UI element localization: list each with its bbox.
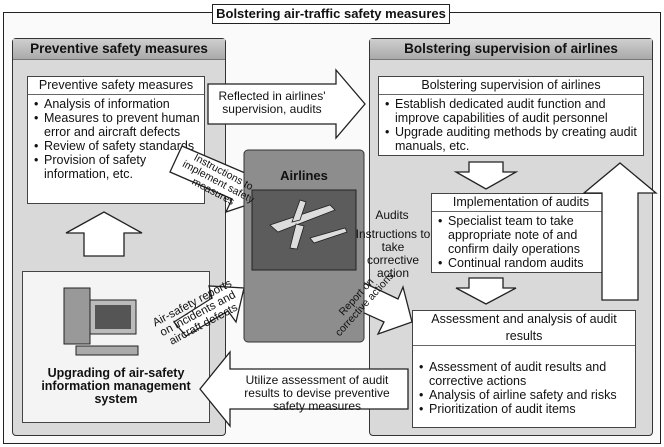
assessment-box: Assessment and analysis of audit results… xyxy=(412,310,636,428)
arrow-up-right-icon xyxy=(582,162,658,301)
airlines-label: Airlines xyxy=(280,168,328,183)
utilize-label: Utilize assessment of audit results to d… xyxy=(244,373,390,413)
arrow-utilize-icon xyxy=(199,350,409,428)
preventive-box-title: Preventive safety measures xyxy=(28,77,204,95)
arrow-down-1-icon xyxy=(453,161,519,190)
list-item: Prioritization of audit items xyxy=(419,402,635,416)
list-item: Analysis of airline safety and risks xyxy=(419,388,635,402)
list-item: Review of safety standards xyxy=(34,139,204,153)
aircraft-icon xyxy=(269,199,348,250)
reflected-label: Reflected in airlines' supervision, audi… xyxy=(218,89,326,116)
arrow-up-left-icon xyxy=(65,211,143,257)
diagram-title: Bolstering air-traffic safety measures xyxy=(212,4,450,24)
preventive-measures-box: Preventive safety measures Analysis of i… xyxy=(27,76,205,204)
arrow-air-safety-reports-icon xyxy=(173,285,245,337)
list-item: Specialist team to take appropriate note… xyxy=(438,214,610,256)
preventive-items-list: Analysis of information Measures to prev… xyxy=(28,97,204,181)
system-label: Upgrading of air-safety information mana… xyxy=(41,366,191,406)
assessment-items-list: Assessment of audit results and correcti… xyxy=(413,360,635,416)
list-item: Analysis of information xyxy=(34,97,204,111)
implementation-items-list: Specialist team to take appropriate note… xyxy=(432,214,610,270)
list-item: Assessment of audit results and correcti… xyxy=(419,360,635,388)
audits-label: Audits xyxy=(375,208,409,222)
supervision-box-title: Bolstering supervision of airlines xyxy=(379,77,643,95)
list-item: Provision of safety information, etc. xyxy=(34,153,204,181)
supervision-box: Bolstering supervision of airlines Estab… xyxy=(378,76,644,156)
corrective-instructions-label: Instructions to take corrective action xyxy=(355,227,431,280)
list-item: Measures to prevent human error and airc… xyxy=(34,111,204,139)
left-panel-heading: Preventive safety measures xyxy=(13,39,225,60)
arrow-down-2-icon xyxy=(455,277,517,305)
arrow-reflected-icon xyxy=(207,68,366,140)
system-box: Upgrading of air-safety information mana… xyxy=(22,271,210,423)
implementation-title: Implementation of audits xyxy=(432,194,610,212)
assessment-title: Assessment and analysis of audit results xyxy=(413,311,635,346)
supervision-items-list: Establish dedicated audit function and i… xyxy=(379,97,643,153)
computer-icon xyxy=(63,287,139,356)
list-item: Establish dedicated audit function and i… xyxy=(385,97,643,125)
list-item: Continual random audits xyxy=(438,256,610,270)
implementation-box: Implementation of audits Specialist team… xyxy=(431,193,611,273)
right-panel-heading: Bolstering supervision of airlines xyxy=(370,39,652,60)
list-item: Upgrade auditing methods by creating aud… xyxy=(385,125,643,153)
